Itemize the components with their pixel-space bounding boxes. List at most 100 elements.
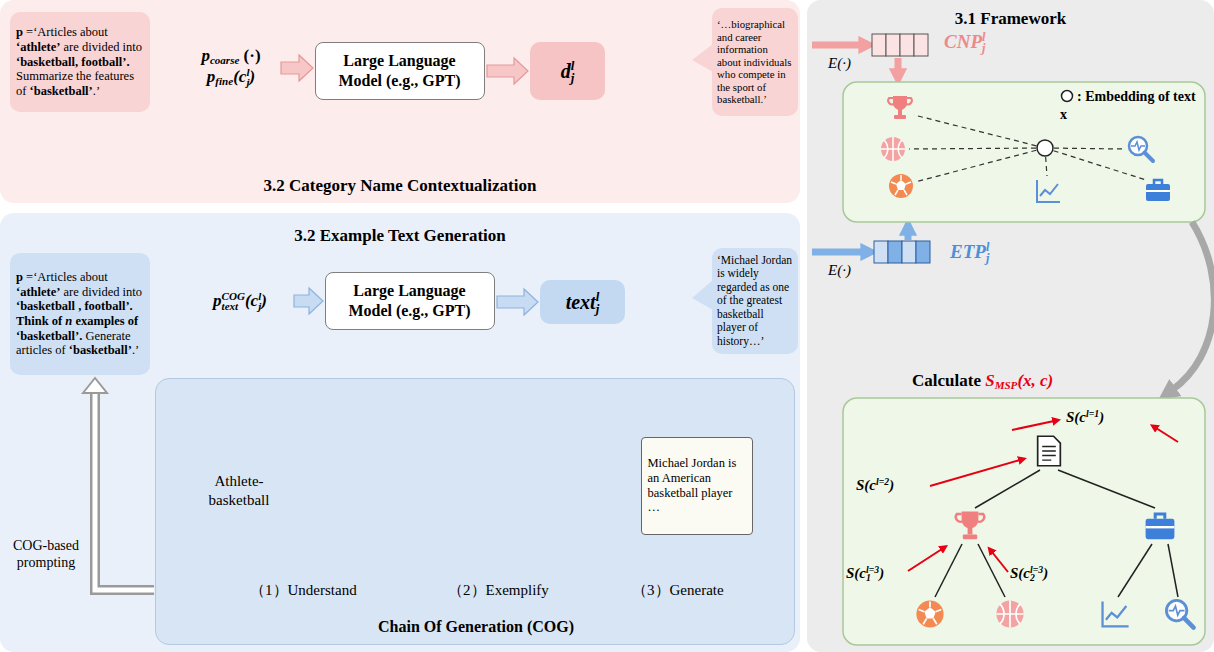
node-text: (c — [245, 291, 258, 310]
score-arrows — [908, 421, 1178, 572]
label-group: E(·) — [828, 261, 851, 280]
text-area: 3.1 Framework — [807, 6, 1214, 32]
node-text: .’ — [93, 84, 100, 98]
edge-label: COG-based prompting — [6, 538, 86, 572]
label-group: S(cl=2) — [856, 476, 894, 495]
scroll-curl — [637, 433, 756, 538]
label-text: ) — [1099, 409, 1104, 425]
text-block: textjl — [566, 290, 600, 315]
label-group: Calculate SMSP(x, c) — [912, 370, 1053, 391]
text-area: Athlete-basketball — [203, 471, 275, 511]
flow-arrow — [281, 55, 313, 81]
label-text: Calculate — [912, 371, 981, 390]
block-arrow — [294, 288, 323, 314]
label-text: l=1 — [1086, 408, 1099, 419]
flow-arrow — [487, 58, 528, 84]
cnp-vector — [872, 34, 928, 56]
label-text: S(c — [1010, 565, 1030, 581]
node-text: n — [65, 314, 72, 328]
text-block: p =‘Articles about ‘athlete’ are divided… — [16, 25, 144, 98]
text-area: p =‘Articles about ‘athlete’ are divided… — [16, 18, 144, 106]
block-arrow — [281, 55, 313, 81]
node-text: are divided into — [64, 40, 142, 54]
prompt-box: p =‘Articles about ‘athlete’ are divided… — [10, 253, 150, 375]
node-text: are divided into — [64, 285, 142, 299]
node-text: Athlete-basketball — [209, 473, 270, 508]
scroll-text: Michael Jordan is an American basketball… — [641, 437, 753, 535]
text-block: ‘…biographical and career information ab… — [717, 18, 793, 106]
llm-box: Large Language Model (e.g., GPT) — [315, 42, 485, 100]
flow-arrow — [497, 289, 538, 315]
label-group: E(·) — [828, 54, 851, 73]
text-block: 3.1 Framework — [955, 8, 1066, 29]
text-block: pcoarse (·)pfine(cjl) — [201, 45, 260, 88]
node-text: p — [207, 67, 216, 86]
node-text: ‘basketball , football’. — [16, 299, 133, 313]
hollow-arrow-outline — [95, 392, 154, 590]
etp-vector — [874, 241, 930, 263]
text-block: ‘Michael Jordan is widely regarded as on… — [717, 254, 793, 348]
label-text: （2）Exemplify — [448, 582, 549, 598]
text-block: 3.2 Category Name Contextualization — [264, 175, 537, 196]
legend-swatch — [1060, 89, 1074, 103]
label-text: l=2 — [876, 476, 889, 487]
node-text: ) — [261, 291, 267, 310]
label-text: l=3 — [866, 564, 879, 575]
node-text: coarse — [210, 54, 239, 66]
hierarchy-panel — [843, 398, 1205, 645]
label-text: S — [985, 371, 994, 390]
callout-pointer — [692, 44, 713, 72]
tree-icons — [916, 436, 1193, 627]
text-area: djl — [534, 46, 601, 96]
node-text: Michael Jordan is an American basketball… — [648, 456, 737, 514]
node-text: Think of — [16, 314, 62, 328]
node-text: l — [246, 66, 249, 78]
node-text: ‘basketball, football’. — [16, 55, 130, 69]
label-text: ) — [889, 477, 894, 493]
cog-panel: Chain Of Generation (COG) Athlete-basketb… — [155, 378, 795, 645]
prompt-box: p =‘Articles about ‘athlete’ are divided… — [10, 12, 150, 112]
label-group: （3）Generate — [632, 581, 724, 600]
prompt-function: pcoarse (·)pfine(cjl) — [183, 38, 279, 94]
label-text: S(c — [846, 565, 866, 581]
label-group: CNPjl — [944, 30, 985, 54]
node-text: Chain Of Generation (COG) — [378, 618, 574, 635]
label-text: S(c — [1066, 409, 1086, 425]
label-text: ETP — [950, 241, 986, 262]
text-area: Michael Jordan is an American basketball… — [648, 444, 746, 528]
node-text: ‘Michael Jordan is widely regarded as on… — [717, 254, 792, 347]
legend-item: : Embedding of text x — [1060, 88, 1200, 123]
output-text: ‘Michael Jordan is widely regarded as on… — [712, 248, 798, 354]
node-text: 3.2 Category Name Contextualization — [264, 176, 537, 195]
label-text: E(·) — [828, 55, 851, 71]
node-text: Large Language Model (e.g., GPT) — [338, 52, 460, 89]
text-block: p =‘Articles about ‘athlete’ are divided… — [16, 270, 144, 358]
node-text: .’ — [132, 343, 139, 357]
label-text: MSP — [995, 379, 1018, 391]
text-area: ‘…biographical and career information ab… — [717, 13, 793, 111]
text-block: ptextCOG(cjl) — [213, 290, 267, 311]
flow-curve — [1172, 222, 1214, 390]
label-group: （1）Understand — [250, 581, 357, 600]
node-text: Large Language Model (e.g., GPT) — [348, 282, 470, 319]
label-text: ) — [879, 565, 884, 581]
label-text: l — [986, 240, 989, 254]
text-area: p =‘Articles about ‘athlete’ are divided… — [16, 259, 144, 369]
node-text: ‘athlete’ — [16, 40, 60, 54]
text-block: 3.2 Example Text Generation — [294, 225, 506, 246]
label-group: S(cl=1) — [1066, 408, 1104, 427]
callout-pointer — [692, 280, 713, 310]
text-area: 3.2 Category Name Contextualization — [0, 173, 800, 199]
node-text: 3.1 Framework — [955, 9, 1066, 28]
node-text: text — [566, 291, 596, 313]
text-area: textjl — [544, 284, 621, 320]
llm-box: Large Language Model (e.g., GPT) — [325, 272, 495, 330]
node-text: COG — [222, 290, 245, 302]
label-group: S(c2l=3) — [1010, 564, 1048, 583]
similarity-lines — [909, 115, 1146, 182]
node-text: ‘basketball’ — [69, 343, 132, 357]
block-arrow — [497, 289, 538, 315]
text-block: Large Language Model (e.g., GPT) — [321, 51, 479, 91]
label-group: S(c1l=3) — [846, 564, 884, 583]
